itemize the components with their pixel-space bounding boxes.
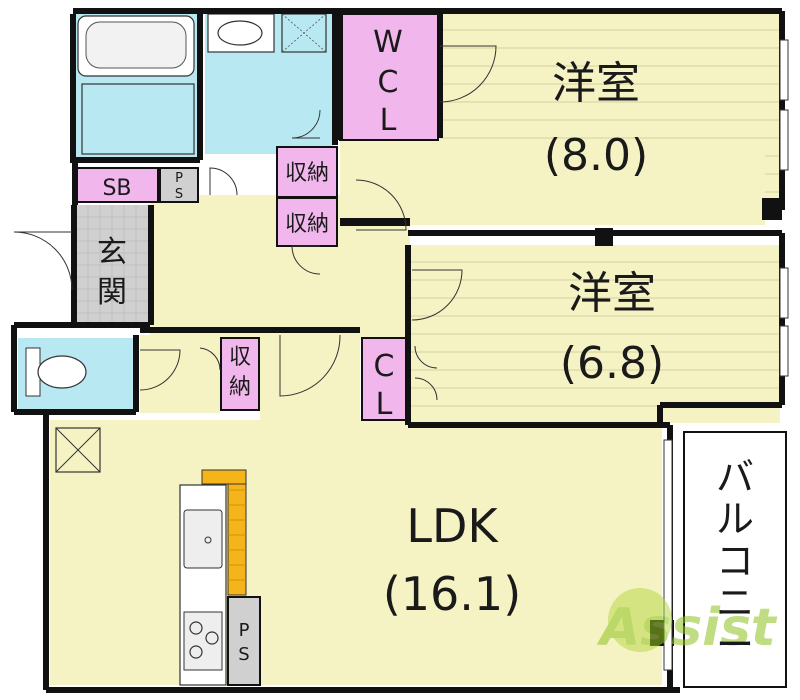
storage-1: [276, 146, 338, 198]
bedroom-2-size: (6.8): [560, 338, 664, 389]
pipe-space-top-line-1: P: [175, 171, 183, 186]
bedroom-2-floor-lines: [408, 261, 780, 407]
storage-3-line-2: 納: [229, 375, 251, 400]
burner-1: [189, 621, 203, 635]
wall-post-1: [762, 198, 782, 220]
wall-post-4: [148, 205, 154, 325]
storage-1-label: 収納: [285, 161, 329, 186]
ldk-name: LDK: [406, 499, 499, 553]
burner-2: [205, 631, 219, 645]
balcony-char-4: ニ: [716, 581, 754, 625]
cl-line-1: C: [374, 349, 395, 384]
stove: [183, 611, 223, 671]
shoe-box: [75, 167, 159, 203]
kitchen-sink: [183, 509, 223, 569]
door-swings: [13, 45, 497, 401]
entrance-line-2: 関: [97, 275, 127, 310]
windows: [663, 39, 789, 671]
shower-area: [81, 83, 195, 155]
pipe-space-kitchen: [227, 596, 261, 686]
pipe-space-top-line-2: S: [175, 187, 183, 202]
walk-in-closet: [339, 13, 439, 141]
washbasin-bowl: [217, 20, 263, 46]
bedroom-1-floor-lower: [340, 140, 765, 225]
vent-box: [55, 427, 101, 473]
svg-text:Assist: Assist: [596, 598, 778, 658]
entrance-tiles: [76, 205, 148, 323]
shoe-box-label: SB: [102, 176, 131, 201]
ldk-floor: [50, 420, 662, 685]
bathtub-inner: [85, 21, 187, 69]
ldk-floor-upper: [260, 335, 360, 425]
walls: [11, 8, 785, 693]
storage-3-line-1: 収: [229, 345, 251, 370]
balcony-char-3: コ: [716, 539, 754, 583]
hallway-lower: [140, 335, 220, 413]
ldk-size: (16.1): [383, 567, 521, 621]
balcony-char-1: バ: [716, 455, 754, 499]
wall-post-2: [595, 228, 613, 246]
bedroom-1-size: (8.0): [544, 130, 648, 181]
wall-post-5: [340, 218, 410, 226]
pipe-space-kitchen-line-2: S: [238, 644, 249, 665]
wcl-line-1: W: [373, 25, 403, 60]
bedroom-1-name: 洋室: [552, 58, 640, 109]
balcony-floor: [683, 431, 787, 688]
entrance-line-1: 玄: [97, 235, 127, 270]
storage-2-label: 収納: [285, 212, 329, 237]
balcony-char-2: ル: [716, 497, 754, 541]
toilet-bowl: [37, 355, 87, 389]
balcony-char-5: ー: [716, 623, 754, 667]
storage-3: [220, 337, 260, 411]
closet-cl: [361, 337, 409, 421]
assist-watermark: Assist: [596, 588, 778, 658]
kitchen-bar-counter: [227, 469, 247, 596]
burner-3: [189, 645, 203, 659]
pipe-space-top: [159, 167, 199, 203]
cl-line-2: L: [376, 387, 393, 422]
bedroom-2-name: 洋室: [568, 268, 656, 319]
pipe-space-kitchen-line-1: P: [239, 620, 250, 641]
wcl-line-3: L: [380, 103, 397, 138]
kitchen-bar-counter-top: [201, 469, 247, 485]
wcl-line-2: C: [378, 65, 399, 100]
